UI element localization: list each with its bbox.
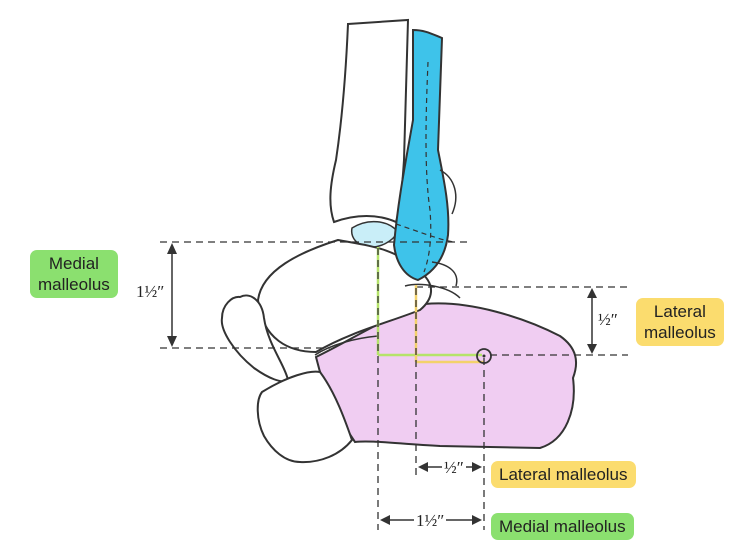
lateral-vertical-arrow-top (587, 288, 597, 298)
medial-malleolus-label-bottom: Medial malleolus (491, 513, 634, 540)
fibula-joint-line (395, 223, 455, 243)
medial-malleolus-label-line2: malleolus (38, 275, 110, 294)
sinus-tarsi-outline (404, 283, 461, 299)
lateral-malleolus-label-right: Lateral malleolus (636, 298, 724, 346)
lateral-malleolus-label-line1: Lateral (653, 302, 706, 321)
medial-horizontal-dimension-value: 1½″ (414, 511, 447, 531)
medial-malleolus-label-line1: Medial (48, 254, 99, 273)
talus-bone (256, 238, 432, 354)
medial-horizontal-arrow-right (472, 515, 482, 525)
medial-horizontal-arrow-left (380, 515, 390, 525)
axis-point-circle (476, 348, 492, 364)
axis-point-center (482, 354, 486, 358)
lateral-horizontal-arrow-right (472, 462, 482, 472)
lateral-vertical-arrow-bottom (587, 344, 597, 354)
cuboid-bone (256, 370, 354, 464)
medial-vertical-dimension-value: 1½″ (136, 282, 165, 301)
lateral-malleolus-label-line2: malleolus (644, 323, 716, 342)
lateral-process (431, 261, 458, 287)
lateral-vertical-dimension-value: ½″ (598, 310, 618, 329)
lateral-horizontal-dimension-value: ½″ (442, 458, 466, 478)
tibia-bone (329, 18, 410, 224)
lateral-horizontal-arrow-left (418, 462, 428, 472)
talar-dome (350, 220, 399, 248)
fibula-bone (392, 28, 450, 282)
fibula-ridge (423, 61, 432, 273)
lateral-malleolus-label-bottom: Lateral malleolus (491, 461, 636, 488)
navicular-bone (220, 294, 290, 383)
medial-vertical-arrow-bottom (167, 336, 177, 347)
medial-vertical-arrow-top (167, 243, 177, 254)
lateral-tubercle (439, 169, 457, 215)
sustentaculum-outline (314, 335, 379, 356)
medial-malleolus-label-left: Medial malleolus (30, 250, 118, 298)
